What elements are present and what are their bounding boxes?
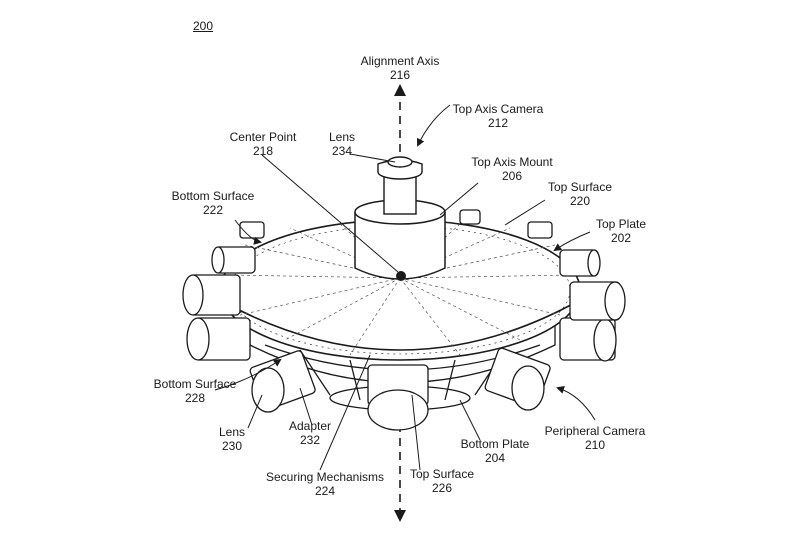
label-ref: 224 [260,484,390,498]
label-ref: 222 [168,203,258,217]
label-ref: 202 [586,231,656,245]
label-name: Bottom Surface [168,189,258,203]
label-name: Peripheral Camera [540,424,650,438]
label-name: Top Axis Mount [462,155,562,169]
label-name: Lens [212,425,252,439]
label-name: Top Surface [540,180,620,194]
label-bottom-plate: Bottom Plate 204 [455,437,535,465]
label-name: Securing Mechanisms [260,470,390,484]
label-name: Top Surface [402,467,482,481]
label-bottom-surface-222: Bottom Surface 222 [168,189,258,217]
label-ref: 220 [540,194,620,208]
center-point-dot [396,271,406,281]
label-name: Bottom Surface [150,377,240,391]
label-ref: 210 [540,438,650,452]
label-securing-mechanisms: Securing Mechanisms 224 [260,470,390,498]
label-ref: 226 [402,481,482,495]
label-name: Top Plate [586,217,656,231]
label-adapter: Adapter 232 [280,419,340,447]
label-name: Top Axis Camera [448,102,548,116]
label-top-surface-220: Top Surface 220 [540,180,620,208]
label-alignment-axis: Alignment Axis 216 [350,54,450,82]
label-ref: 212 [448,116,548,130]
peripheral-camera-back-right [528,222,552,238]
label-ref: 234 [322,144,362,158]
label-top-axis-mount: Top Axis Mount 206 [462,155,562,183]
label-top-axis-camera: Top Axis Camera 212 [448,102,548,130]
label-top-surface-226: Top Surface 226 [402,467,482,495]
label-ref: 218 [218,144,308,158]
label-lens-top: Lens 234 [322,130,362,158]
label-name: Adapter [280,419,340,433]
label-ref: 228 [150,391,240,405]
peripheral-camera-right-1 [560,318,616,361]
label-name: Alignment Axis [350,54,450,68]
label-ref: 216 [350,68,450,82]
peripheral-camera-right-2 [570,282,625,320]
label-peripheral-camera: Peripheral Camera 210 [540,424,650,452]
peripheral-camera-right-3 [560,250,600,276]
peripheral-camera-back [460,210,480,224]
peripheral-camera-left-1 [183,275,240,315]
label-ref: 204 [455,451,535,465]
label-name: Bottom Plate [455,437,535,451]
peripheral-camera-left-2 [187,318,250,360]
label-lens-230: Lens 230 [212,425,252,453]
label-bottom-surface-228: Bottom Surface 228 [150,377,240,405]
label-ref: 232 [280,433,340,447]
label-ref: 230 [212,439,252,453]
label-top-plate: Top Plate 202 [586,217,656,245]
label-name: Lens [322,130,362,144]
top-axis-camera [378,157,422,214]
label-name: Center Point [218,130,308,144]
figure-number: 200 [193,19,213,33]
peripheral-camera-left-3 [212,247,255,273]
label-center-point: Center Point 218 [218,130,308,158]
peripheral-camera-front [368,365,428,430]
